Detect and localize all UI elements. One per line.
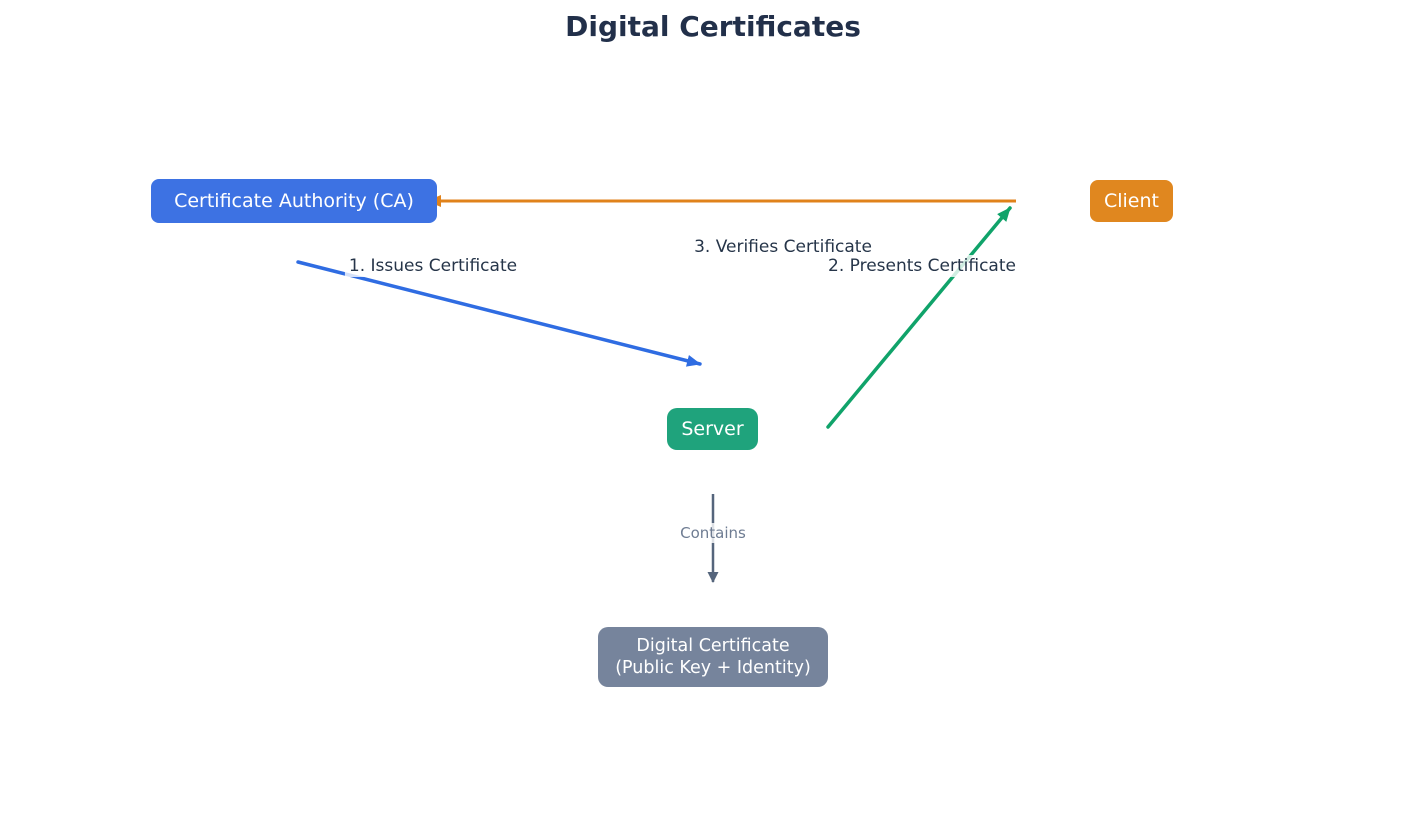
digital-certificate-label-line2: (Public Key + Identity) — [615, 658, 811, 678]
diagram-title: Digital Certificates — [565, 10, 861, 43]
node-certificate-authority: Certificate Authority (CA) — [151, 179, 437, 223]
node-digital-certificate: Digital Certificate (Public Key + Identi… — [598, 627, 828, 687]
edge-label-presents-certificate: 2. Presents Certificate — [824, 255, 1020, 277]
edge-presents-certificate — [826, 206, 1012, 429]
edge-label-issues-certificate: 1. Issues Certificate — [344, 255, 522, 277]
edge-label-verifies-certificate: 3. Verifies Certificate — [690, 236, 876, 258]
node-server: Server — [667, 408, 758, 450]
digital-certificate-label-line1: Digital Certificate — [636, 635, 790, 656]
edge-issues-certificate — [296, 260, 702, 367]
node-client: Client — [1090, 180, 1173, 222]
edge-label-contains: Contains — [676, 523, 750, 543]
